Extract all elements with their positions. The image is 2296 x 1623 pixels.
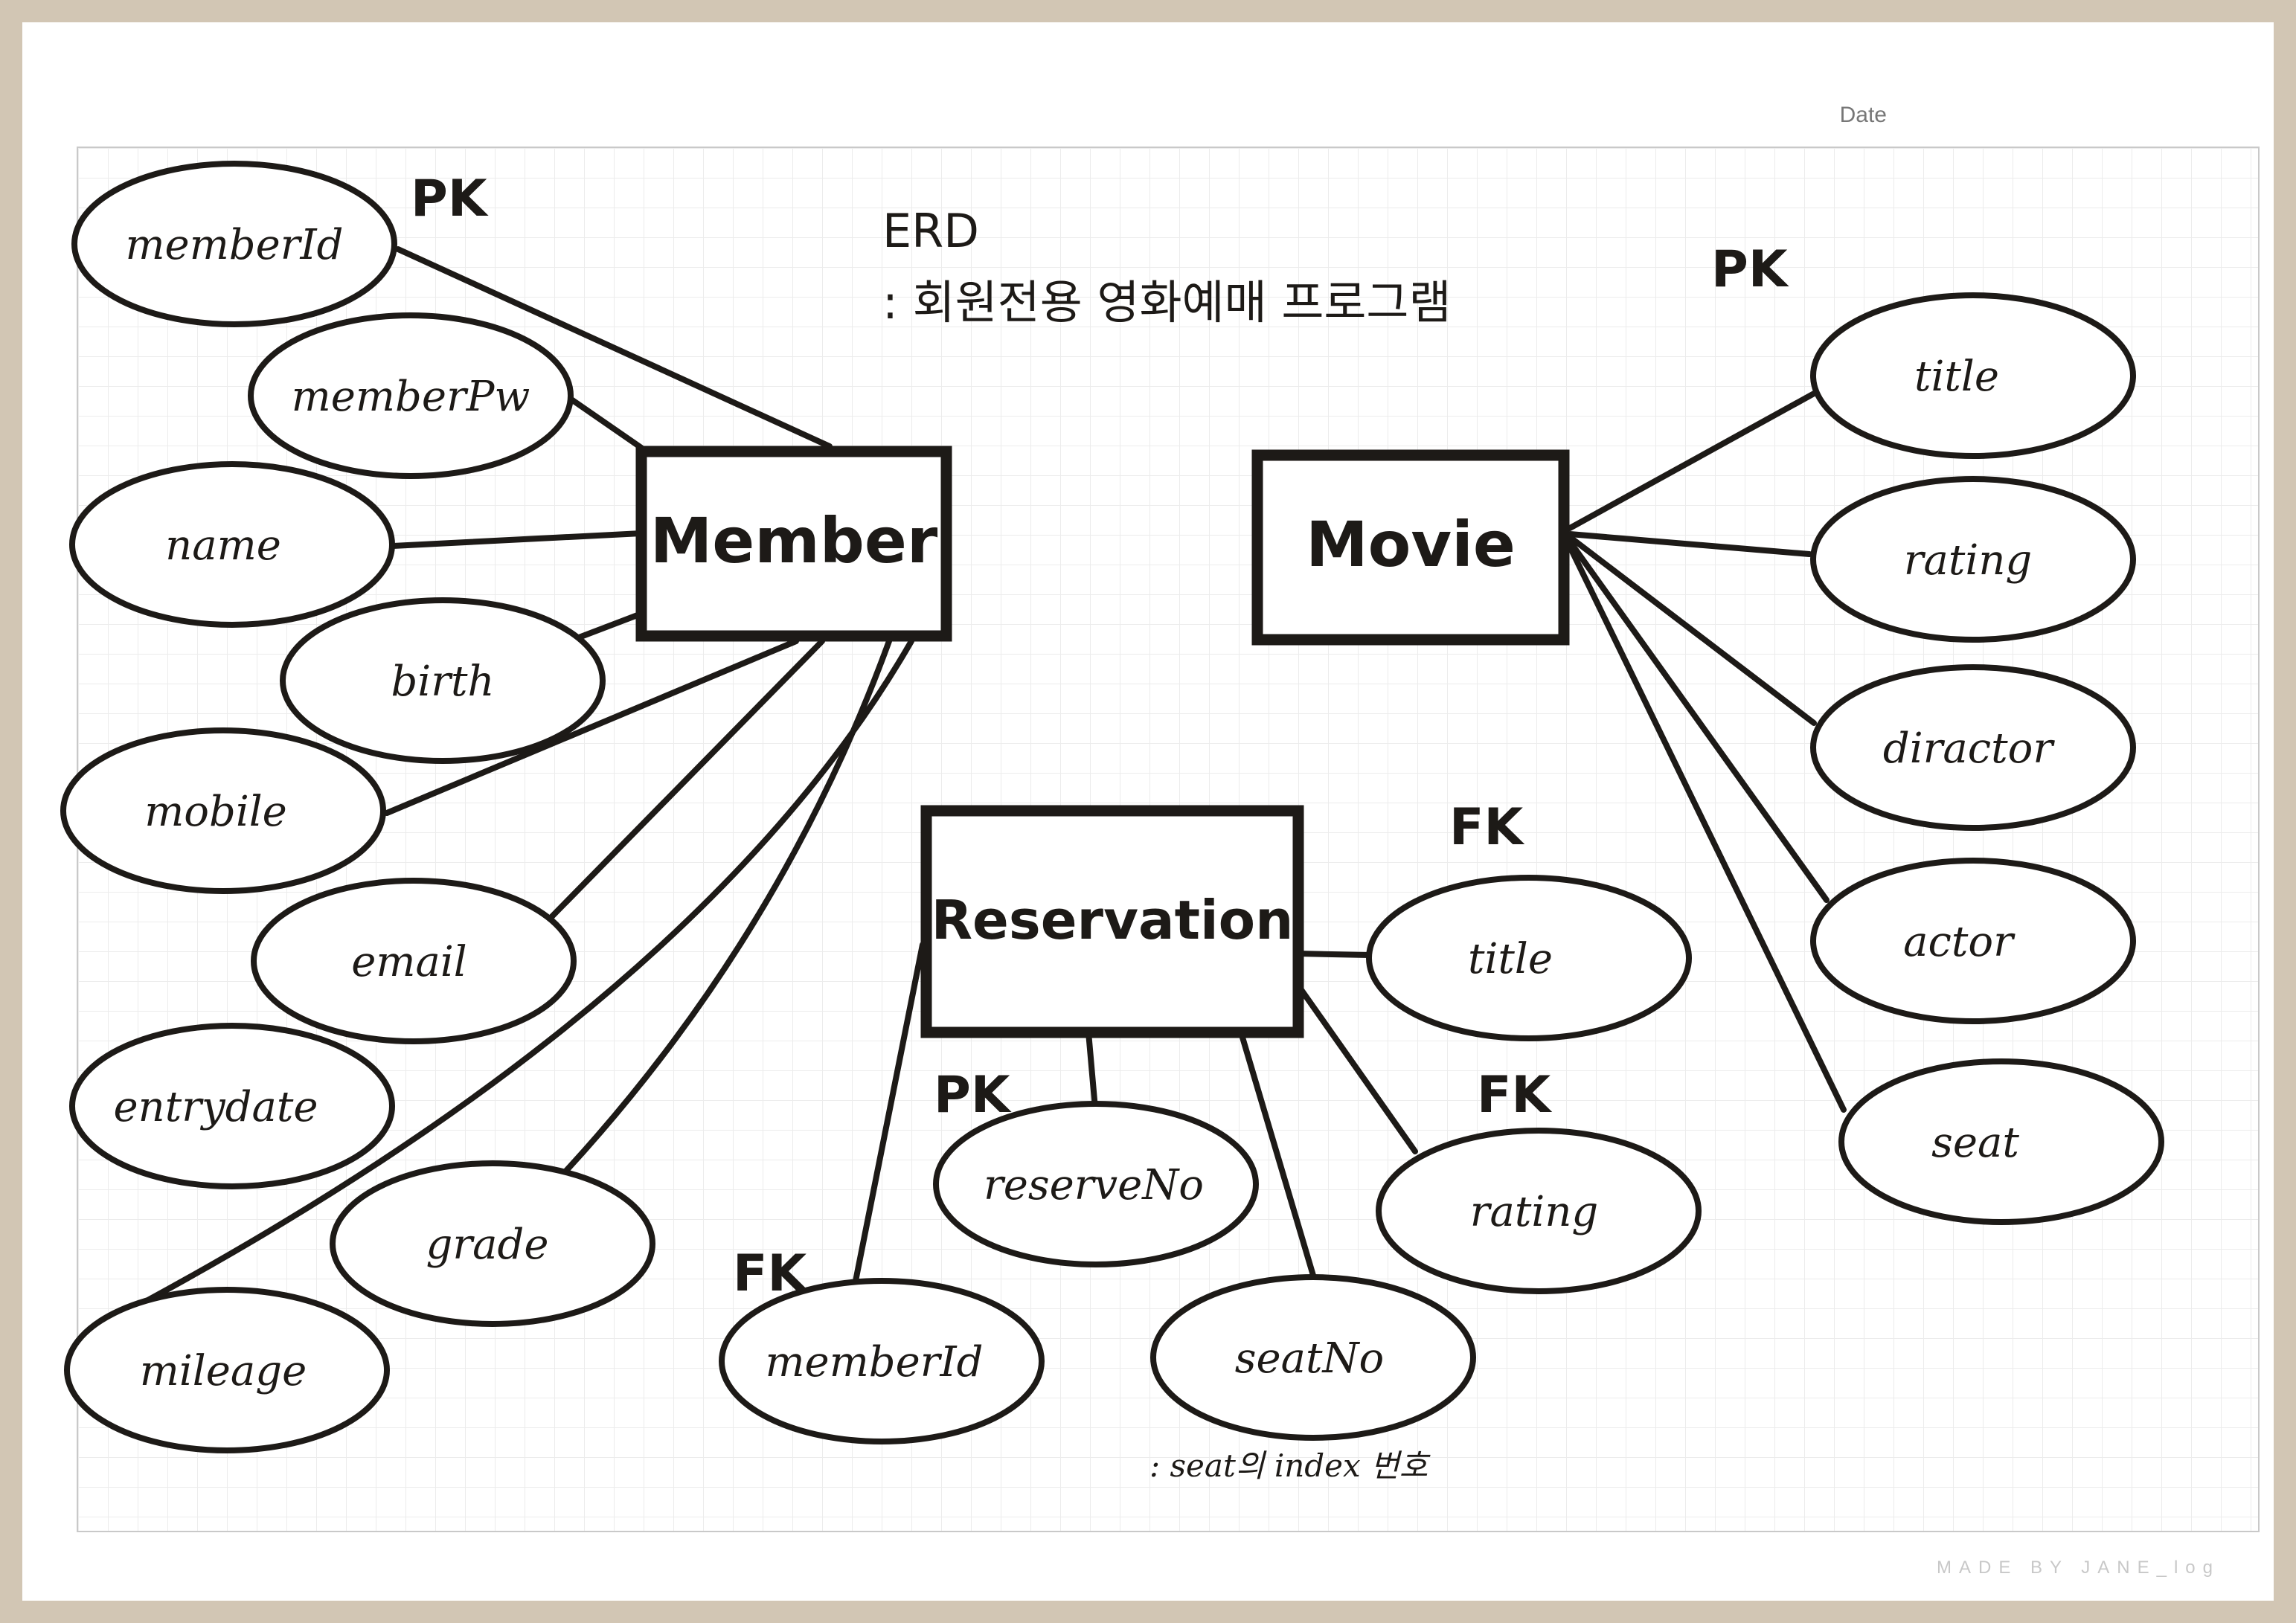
entity-reservation-label: Reservation [931,889,1294,951]
link-member-memberId [395,246,833,449]
link-member-email [549,638,825,919]
attr-member-memberPw[interactable]: memberPw [248,312,574,479]
entity-movie[interactable]: Movie [1251,449,1570,646]
attr-member-entrydate[interactable]: entrydate [69,1023,395,1189]
link-movie-diractor [1567,534,1817,726]
attr-member-memberId[interactable]: memberId [71,161,397,327]
diagram-title: ERD [882,204,979,258]
svg-text:name: name [165,521,281,570]
attr-member-mobile[interactable]: mobile [60,727,386,894]
svg-text:seat: seat [1931,1119,2019,1167]
link-movie-seat [1567,544,1847,1113]
svg-text:title: title [1914,353,1999,401]
attr-member-email[interactable]: email [251,878,577,1044]
attr-member-mileage[interactable]: mileage [64,1287,390,1453]
svg-text:grade: grade [426,1221,549,1269]
svg-text:birth: birth [391,658,494,706]
svg-text:email: email [351,938,466,986]
svg-text:diractor: diractor [1883,724,2055,773]
attr-reservation-title[interactable]: title [1366,875,1692,1041]
attr-movie-diractor[interactable]: diractor [1810,664,2136,831]
attr-reservation-reserveNo[interactable]: reserveNo [933,1101,1259,1267]
link-member-mileage [142,638,914,1305]
svg-text:title: title [1468,935,1553,983]
attr-reservation-memberId[interactable]: memberId [719,1278,1045,1444]
svg-text:seatNo: seatNo [1235,1334,1384,1383]
seat-index-note: : seat의 index 번호 [1149,1447,1431,1484]
link-member-name [390,530,644,549]
attr-movie-rating[interactable]: rating [1810,476,2136,643]
key-tag-member-memberId: PK [411,170,489,228]
entity-member[interactable]: Member [635,446,952,642]
svg-text:reserveNo: reserveNo [984,1161,1204,1209]
key-tag-reservation-reserveNo: PK [934,1066,1012,1125]
key-tag-reservation-memberId: FK [733,1244,808,1303]
svg-text:mileage: mileage [140,1347,307,1395]
attr-member-grade[interactable]: grade [330,1160,655,1327]
date-label: Date [1839,103,1887,127]
svg-text:rating: rating [1470,1188,1598,1236]
diagram-subtitle: : 회원전용 영화예매 프로그램 [882,275,1452,330]
attr-movie-seat[interactable]: seat [1838,1058,2164,1225]
key-tag-reservation-rating: FK [1477,1066,1552,1125]
attr-reservation-rating[interactable]: rating [1376,1128,1702,1294]
link-reservation-title [1295,951,1372,958]
svg-text:memberId: memberId [765,1338,983,1386]
reservation-links [853,942,1418,1284]
link-movie-rating [1567,531,1812,557]
svg-text:memberPw: memberPw [292,373,530,421]
link-movie-title [1567,390,1818,531]
link-reservation-seatNo [1238,1029,1317,1281]
svg-text:mobile: mobile [144,788,287,836]
entity-reservation[interactable]: Reservation [920,805,1304,1038]
link-reservation-rating [1295,983,1418,1154]
entity-member-label: Member [650,504,938,577]
link-movie-actor [1567,539,1830,903]
entity-movie-label: Movie [1306,508,1516,581]
svg-text:memberId: memberId [125,221,343,269]
attr-member-birth[interactable]: birth [280,597,606,764]
svg-text:entrydate: entrydate [114,1083,318,1131]
movie-links [1567,390,1847,1113]
key-tag-movie-title: PK [1711,240,1789,299]
link-member-mobile [384,638,799,816]
link-reservation-reserveNo [1086,1029,1098,1111]
svg-text:actor: actor [1903,918,2016,966]
svg-text:rating: rating [1904,536,2032,585]
link-reservation-memberId [853,942,926,1284]
key-tag-reservation-title: FK [1449,798,1524,857]
link-member-memberPw [568,396,644,451]
footer-credit: MADE BY JANE_log [1937,1558,2220,1578]
attr-reservation-seatNo[interactable]: seatNo [1150,1274,1476,1441]
attr-member-name[interactable]: name [69,461,395,628]
attr-movie-title[interactable]: title [1810,292,2136,459]
attr-movie-actor[interactable]: actor [1810,858,2136,1024]
